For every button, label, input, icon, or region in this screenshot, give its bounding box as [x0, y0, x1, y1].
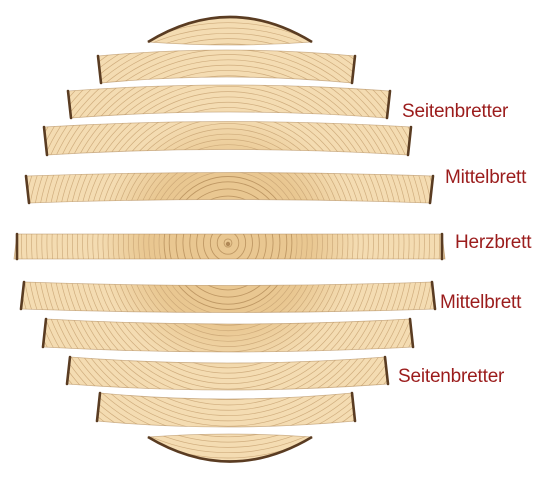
label-mittelbrett-bottom: Mittelbrett: [440, 292, 521, 314]
label-seitenbretter-bottom: Seitenbretter: [398, 366, 504, 388]
label-mittelbrett-top: Mittelbrett: [445, 167, 526, 189]
label-seitenbretter-top: Seitenbretter: [402, 101, 508, 123]
label-herzbrett: Herzbrett: [455, 232, 531, 254]
